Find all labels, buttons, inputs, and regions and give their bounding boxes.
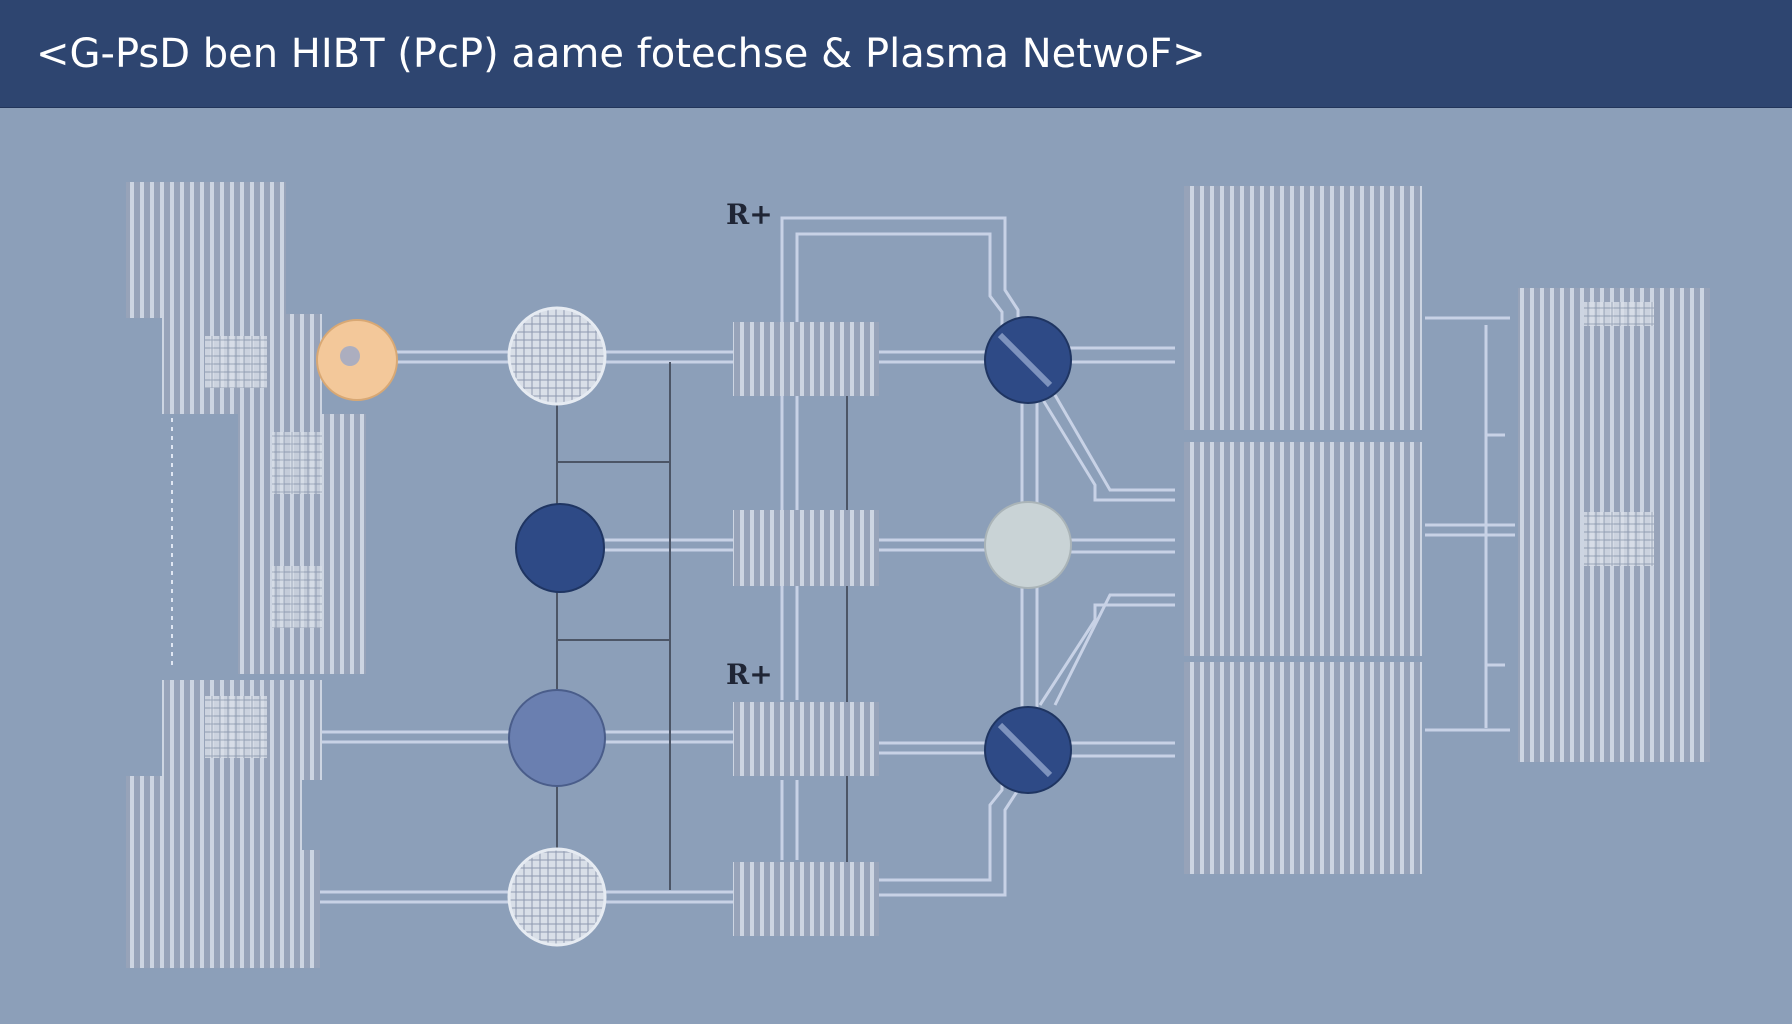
block-middle-1	[733, 322, 879, 396]
panel-left-6	[126, 850, 320, 968]
left-panels	[126, 182, 366, 968]
label-r-plus-bottom: R+	[726, 658, 773, 691]
middle-blocks	[733, 322, 879, 936]
nodes	[316, 306, 1072, 947]
connector-lines	[320, 216, 1515, 904]
panel-left-1	[126, 182, 286, 318]
panel-right-2	[1184, 442, 1422, 656]
node-grey-middle-right	[984, 501, 1072, 589]
panel-right-1	[1184, 186, 1422, 430]
right-panels	[1184, 186, 1710, 874]
ladder-lines	[556, 362, 848, 890]
title-bar: <G-PsD ben HIBT (PcP) aame fotechse & Pl…	[0, 0, 1792, 108]
page-title: <G-PsD ben HIBT (PcP) aame fotechse & Pl…	[36, 31, 1206, 77]
panel-right-3	[1184, 662, 1422, 874]
diagram-canvas	[126, 182, 1710, 968]
label-r-plus-top: R+	[726, 198, 773, 231]
network-diagram: R+ R+	[0, 108, 1792, 1024]
panel-left-5	[126, 776, 302, 850]
node-mixed-third	[508, 689, 606, 787]
block-middle-2	[733, 510, 879, 586]
block-middle-3	[733, 702, 879, 776]
node-navy-middle	[515, 503, 605, 593]
node-mesh-bottom	[507, 847, 607, 947]
block-middle-4	[733, 862, 879, 936]
node-mesh-top	[507, 306, 607, 406]
